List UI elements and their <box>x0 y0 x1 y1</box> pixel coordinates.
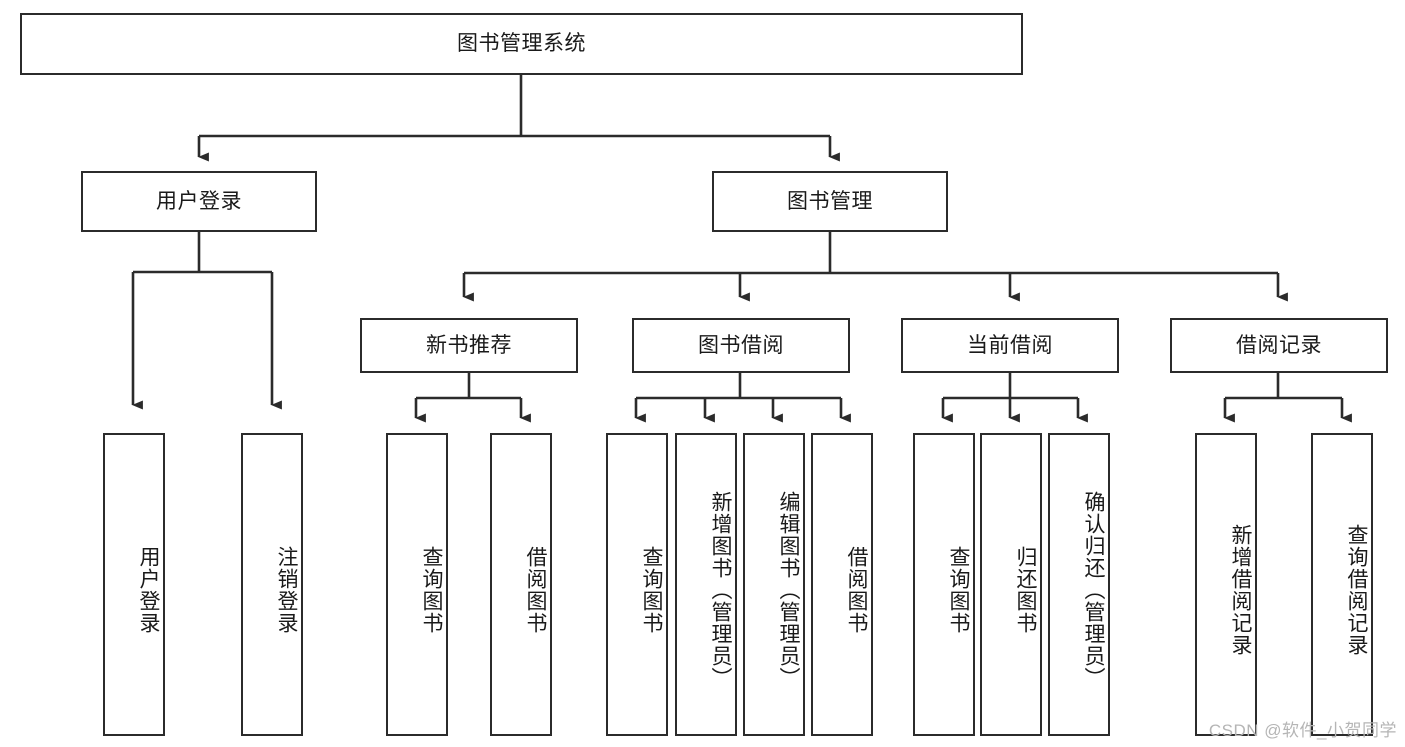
node-current-borrow[interactable]: 当前借阅 <box>901 318 1119 373</box>
node-label: 借阅记录 <box>1236 333 1322 357</box>
node-book-borrow[interactable]: 图书借阅 <box>632 318 850 373</box>
leaf-user-login[interactable]: 用户登录 <box>103 433 165 736</box>
node-label: 图书管理 <box>787 189 873 213</box>
node-label: 新书推荐 <box>426 333 512 357</box>
node-label: 查询图书 <box>420 545 443 634</box>
node-label: 图书借阅 <box>698 333 784 357</box>
node-root-system[interactable]: 图书管理系统 <box>20 13 1023 75</box>
node-label: 新增图书（管理员） <box>709 490 732 689</box>
leaf-edit-book-admin[interactable]: 编辑图书（管理员） <box>743 433 805 736</box>
node-borrow-record[interactable]: 借阅记录 <box>1170 318 1388 373</box>
node-label: 编辑图书（管理员） <box>777 490 800 689</box>
node-label: 查询图书 <box>640 545 663 634</box>
leaf-confirm-return-admin[interactable]: 确认归还（管理员） <box>1048 433 1110 736</box>
leaf-query-book-current[interactable]: 查询图书 <box>913 433 975 736</box>
leaf-query-book-new[interactable]: 查询图书 <box>386 433 448 736</box>
node-label: 注销登录 <box>275 545 298 634</box>
leaf-add-borrow-record[interactable]: 新增借阅记录 <box>1195 433 1257 736</box>
node-label: 查询借阅记录 <box>1345 523 1368 656</box>
node-label: 用户登录 <box>137 545 160 634</box>
leaf-query-book-borrow[interactable]: 查询图书 <box>606 433 668 736</box>
leaf-return-book[interactable]: 归还图书 <box>980 433 1042 736</box>
node-label: 归还图书 <box>1014 545 1037 634</box>
leaf-borrow-book-new[interactable]: 借阅图书 <box>490 433 552 736</box>
node-label: 用户登录 <box>156 189 242 213</box>
leaf-add-book-admin[interactable]: 新增图书（管理员） <box>675 433 737 736</box>
node-book-management[interactable]: 图书管理 <box>712 171 948 232</box>
node-label: 借阅图书 <box>845 545 868 634</box>
node-label: 图书管理系统 <box>457 32 586 56</box>
csdn-watermark: CSDN @软件_小贺同学 <box>1208 721 1397 740</box>
node-label: 新增借阅记录 <box>1229 523 1252 656</box>
node-label: 确认归还（管理员） <box>1082 490 1105 689</box>
leaf-borrow-book-borrow[interactable]: 借阅图书 <box>811 433 873 736</box>
node-label: 当前借阅 <box>967 333 1053 357</box>
node-new-book-recommend[interactable]: 新书推荐 <box>360 318 578 373</box>
leaf-user-logout[interactable]: 注销登录 <box>241 433 303 736</box>
leaf-query-borrow-record[interactable]: 查询借阅记录 <box>1311 433 1373 736</box>
node-user-login[interactable]: 用户登录 <box>81 171 317 232</box>
node-label: 查询图书 <box>947 545 970 634</box>
node-label: 借阅图书 <box>524 545 547 634</box>
